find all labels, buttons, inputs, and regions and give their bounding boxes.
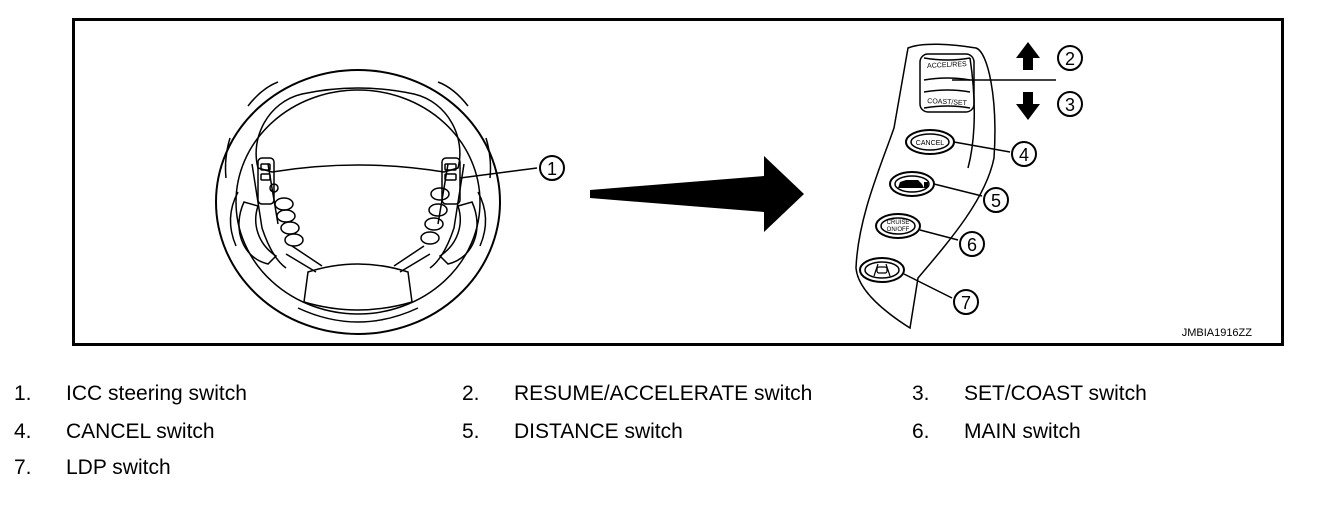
legend-label: RESUME/ACCELERATE switch	[514, 382, 813, 405]
cancel-label: CANCEL	[916, 140, 945, 147]
figure-code: JMBIA1916ZZ	[1182, 327, 1253, 339]
svg-text:5: 5	[991, 191, 1001, 211]
callout-3: 3	[1057, 91, 1083, 117]
legend-number: 4.	[14, 420, 32, 443]
legend-number: 2.	[462, 382, 480, 405]
on-off-label: ON/OFF	[887, 227, 910, 233]
diagram-figure: 1 ACCEL/RES COAST/SET CANCEL CRUISE	[72, 18, 1284, 346]
callout-2: 2	[1057, 45, 1083, 71]
cruise-label: CRUISE	[887, 220, 910, 226]
legend-number: 1.	[14, 382, 32, 405]
callout-6: 6	[959, 231, 985, 257]
legend-number: 6.	[912, 420, 930, 443]
callout-4-leader	[953, 141, 1011, 153]
figure-frame	[72, 18, 1284, 346]
callout-4: 4	[1011, 141, 1037, 167]
legend-label: MAIN switch	[964, 420, 1081, 443]
svg-text:7: 7	[961, 293, 971, 313]
svg-text:2: 2	[1065, 49, 1075, 69]
svg-text:6: 6	[967, 235, 977, 255]
legend-label: DISTANCE switch	[514, 420, 683, 443]
switch-panel	[855, 43, 996, 330]
legend-number: 5.	[462, 420, 480, 443]
callout-7-leader	[903, 273, 953, 299]
diagram-canvas: 1 ACCEL/RES COAST/SET CANCEL CRUISE	[72, 18, 1284, 346]
callout-7: 7	[953, 289, 979, 315]
up-arrow-icon	[1016, 42, 1040, 70]
legend-label: SET/COAST switch	[964, 382, 1147, 405]
distance-car-icon	[898, 180, 928, 188]
legend-label: LDP switch	[66, 456, 171, 479]
legend-label: ICC steering switch	[66, 382, 247, 405]
callout-6-leader	[919, 229, 959, 241]
big-arrow-icon	[590, 156, 804, 232]
legend-number: 7.	[14, 456, 32, 479]
callout-1-leader	[459, 167, 538, 179]
callout-1: 1	[539, 155, 565, 181]
accel-res-label: ACCEL/RES	[927, 61, 967, 70]
legend-label: CANCEL switch	[66, 420, 215, 443]
legend: 1. ICC steering switch 2. RESUME/ACCELER…	[0, 374, 1328, 494]
coast-set-label: COAST/SET	[927, 98, 968, 107]
svg-text:3: 3	[1065, 95, 1075, 115]
callout-5-leader	[933, 183, 983, 197]
svg-text:1: 1	[547, 159, 557, 179]
steering-wheel	[215, 69, 501, 335]
callout-5: 5	[983, 187, 1009, 213]
svg-text:4: 4	[1019, 145, 1029, 165]
legend-number: 3.	[912, 382, 930, 405]
down-arrow-icon	[1016, 92, 1040, 120]
